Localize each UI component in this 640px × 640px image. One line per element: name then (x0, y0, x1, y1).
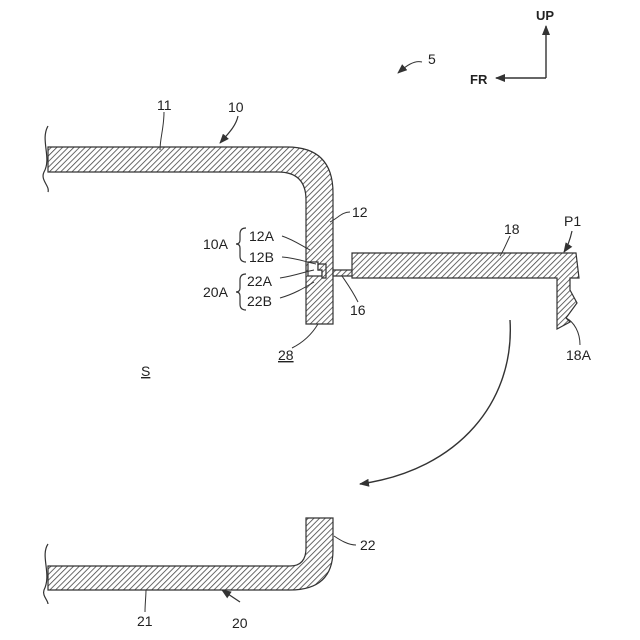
label-10a: 10A (203, 236, 229, 252)
label-22a: 22A (247, 273, 273, 289)
leader-10 (220, 116, 238, 143)
figure-ref-arrow (398, 62, 422, 73)
label-21: 21 (137, 613, 153, 629)
label-11: 11 (157, 97, 172, 113)
leader-21 (145, 590, 146, 612)
label-p1: P1 (564, 213, 581, 229)
front-label: FR (470, 72, 488, 87)
label-s: S (141, 363, 150, 379)
label-12: 12 (352, 204, 368, 220)
figure-ref-label: 5 (428, 51, 436, 67)
bracket-20a (236, 274, 246, 310)
leader-p1 (564, 231, 572, 252)
label-22: 22 (360, 537, 376, 553)
up-label: UP (536, 8, 554, 23)
leader-16 (342, 276, 358, 302)
label-10: 10 (228, 99, 244, 115)
leader-22 (334, 536, 356, 545)
lower-member-break-line (44, 544, 48, 604)
label-18a: 18A (566, 347, 592, 363)
label-22b: 22B (247, 293, 272, 309)
lid-18 (352, 253, 579, 329)
label-18: 18 (504, 221, 520, 237)
label-16: 16 (350, 302, 366, 318)
leader-28 (292, 324, 318, 348)
upper-member-10 (48, 147, 333, 324)
leader-11 (160, 112, 164, 150)
label-20: 20 (232, 615, 248, 631)
label-12b: 12B (249, 249, 274, 265)
label-28: 28 (278, 347, 294, 363)
leader-20 (222, 590, 240, 602)
bracket-10a (236, 228, 246, 262)
label-12a: 12A (249, 228, 275, 244)
label-20a: 20A (203, 284, 229, 300)
lower-member-20 (48, 518, 333, 590)
rotation-arrow (360, 320, 510, 484)
